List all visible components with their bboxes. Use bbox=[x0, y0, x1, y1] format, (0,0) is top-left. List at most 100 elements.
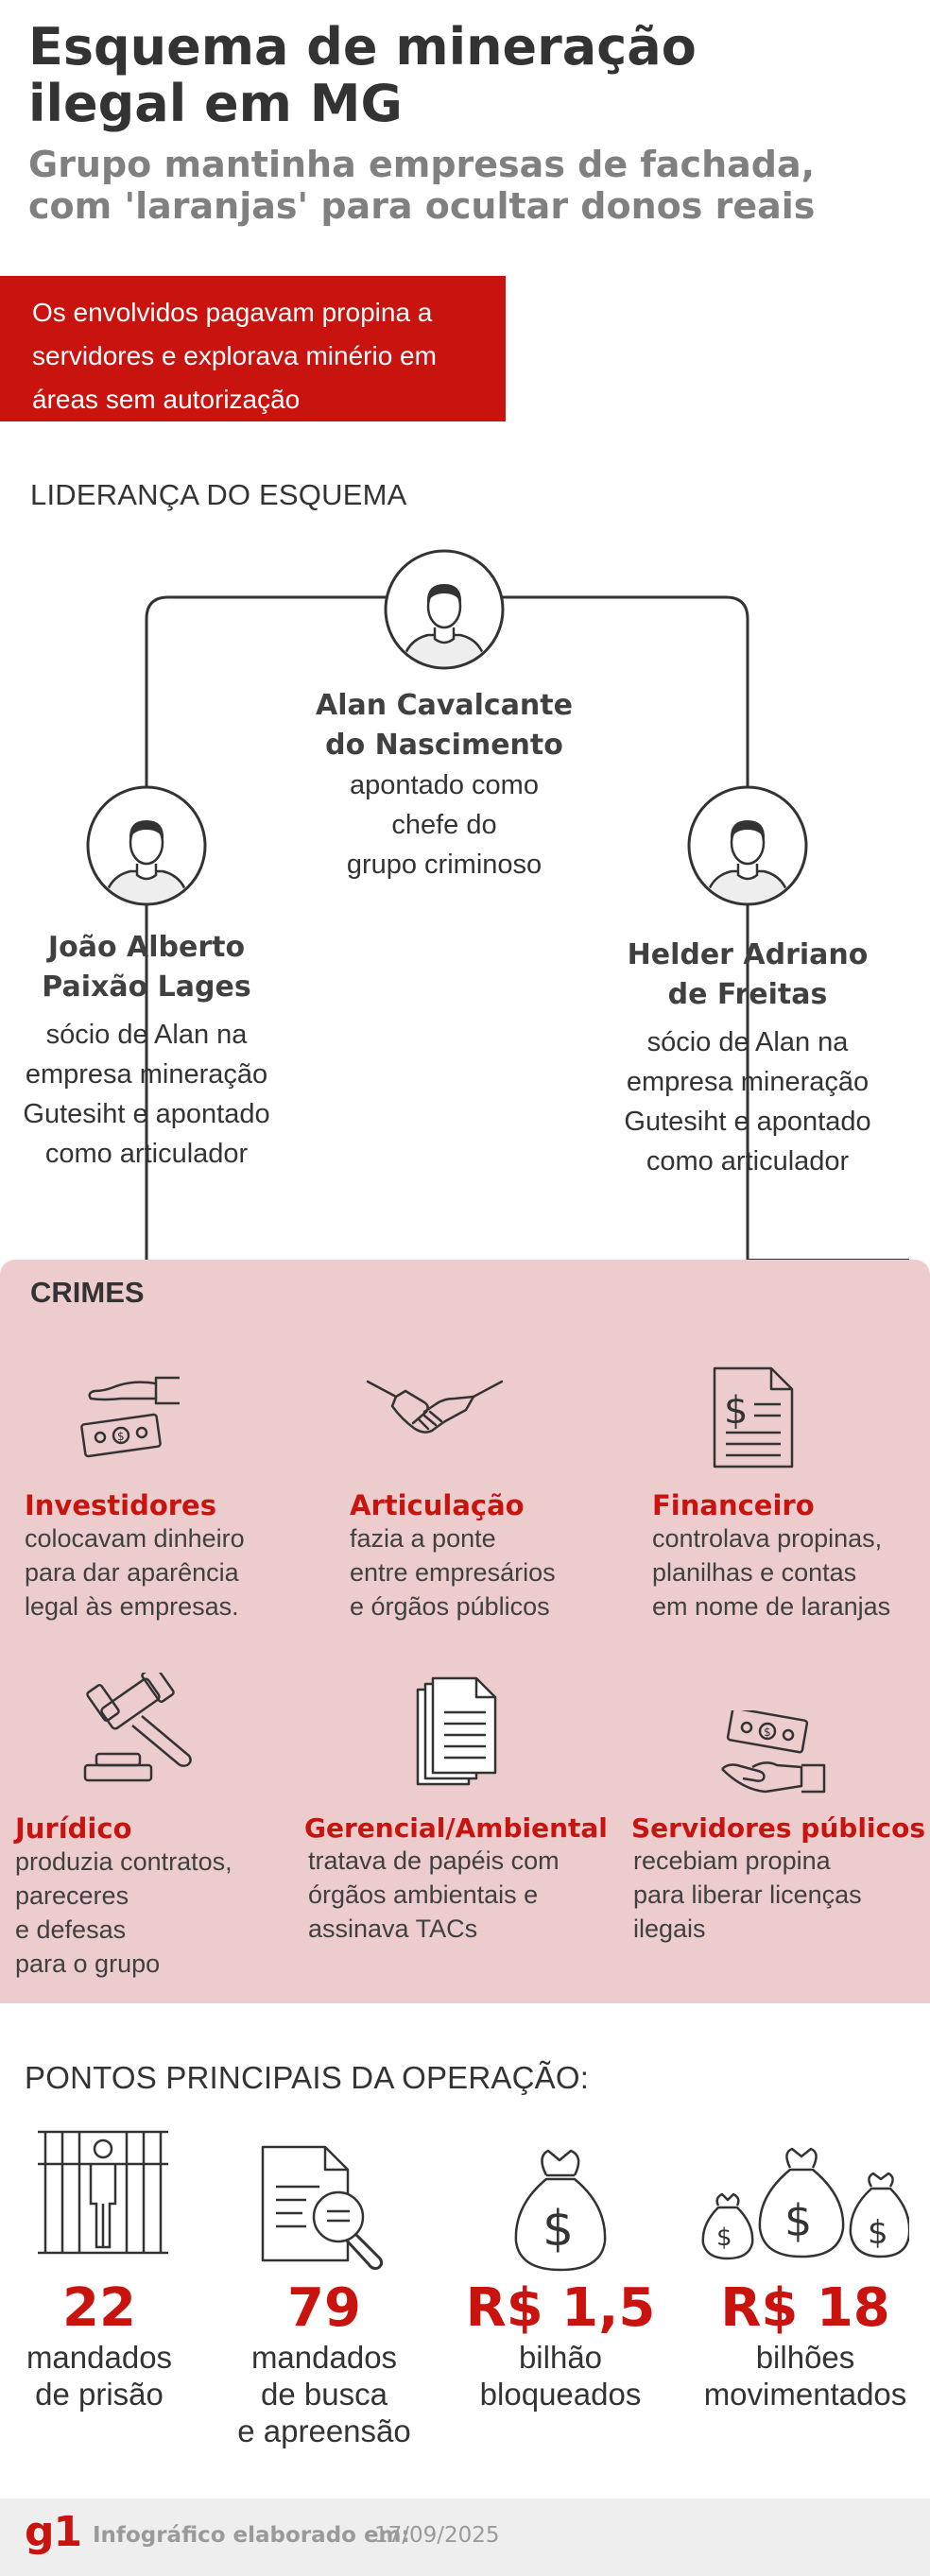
svg-text:$: $ bbox=[542, 2201, 574, 2258]
stat-label-line: bloqueados bbox=[479, 2377, 642, 2412]
svg-text:$: $ bbox=[784, 2195, 812, 2246]
credit-label: Infográfico elaborado em: bbox=[93, 2523, 410, 2548]
leader-desc-line-1: apontado como bbox=[350, 770, 539, 800]
stat-label-line: de prisão bbox=[35, 2377, 164, 2412]
stat-label-line: e apreensão bbox=[237, 2413, 411, 2448]
left-desc-line-2: empresa mineração bbox=[25, 1059, 268, 1090]
right-member-name: Helder Adriano de Freitas bbox=[601, 936, 894, 1015]
highlight-box: Os envolvidos pagavam propina a servidor… bbox=[0, 276, 506, 421]
leader-name: Alan Cavalcante do Nascimento bbox=[284, 686, 605, 765]
subtitle-line-2: com 'laranjas' para ocultar donos reais bbox=[28, 185, 816, 227]
stat-label-line: bilhões bbox=[755, 2340, 855, 2375]
stat-value: R$ 18 bbox=[720, 2277, 890, 2339]
right-member-card: Helder Adriano de Freitas sócio de Alan … bbox=[601, 936, 894, 1181]
left-desc-line-3: Gutesiht e apontado bbox=[23, 1099, 270, 1129]
right-member-description: sócio de Alan na empresa mineração Gutes… bbox=[601, 1022, 894, 1181]
crime-description: recebiam propina para liberar licenças i… bbox=[631, 1844, 924, 1946]
page-title: Esquema de mineração ilegal em MG bbox=[28, 19, 879, 132]
crime-title: Investidores bbox=[25, 1489, 216, 1521]
crime-desc-line: assinava TACs bbox=[308, 1915, 478, 1943]
crime-card: Servidores públicos recebiam propina par… bbox=[631, 1812, 925, 1946]
crime-desc-line: legal às empresas. bbox=[25, 1592, 239, 1621]
left-name-line-1: João Alberto bbox=[47, 931, 246, 964]
svg-text:$: $ bbox=[868, 2214, 888, 2252]
svg-text:$: $ bbox=[724, 1389, 748, 1433]
highlight-line-3: áreas sem autorização bbox=[32, 385, 301, 414]
left-desc-line-1: sócio de Alan na bbox=[45, 1020, 248, 1050]
title-line-2: ilegal em MG bbox=[28, 74, 403, 133]
crime-desc-line: órgãos ambientais e bbox=[308, 1880, 539, 1909]
footer bbox=[0, 2499, 930, 2576]
left-member-name: João Alberto Paixão Lages bbox=[0, 928, 293, 1007]
prison-bars-icon bbox=[38, 2130, 168, 2255]
left-name-line-2: Paixão Lages bbox=[42, 970, 251, 1004]
title-line-1: Esquema de mineração bbox=[28, 17, 697, 77]
crime-desc-line: para o grupo bbox=[15, 1949, 161, 1978]
crime-desc-line: planilhas e contas bbox=[652, 1558, 857, 1587]
crimes-heading: CRIMES bbox=[30, 1276, 145, 1309]
crime-description: controlava propinas, planilhas e contas … bbox=[652, 1521, 926, 1623]
crime-desc-line: pareceres bbox=[15, 1881, 129, 1910]
left-desc-line-4: como articulador bbox=[44, 1139, 249, 1169]
invoice-icon: $ bbox=[713, 1366, 794, 1468]
stat-card: 79 mandados de busca e apreensão bbox=[215, 2277, 433, 2449]
stat-label-line: movimentados bbox=[703, 2377, 907, 2412]
stat-label: bilhão bloqueados bbox=[452, 2339, 669, 2413]
handshake-icon bbox=[366, 1380, 504, 1434]
crime-title: Gerencial/Ambiental bbox=[304, 1812, 608, 1844]
crime-desc-line: em nome de laranjas bbox=[652, 1592, 891, 1621]
crime-desc-line: tratava de papéis com bbox=[308, 1846, 560, 1875]
crime-desc-line: e órgãos públicos bbox=[350, 1592, 550, 1621]
leader-name-line-1: Alan Cavalcante bbox=[316, 689, 573, 722]
money-bags-icon: $ $ $ bbox=[701, 2147, 909, 2260]
stat-card: 22 mandados de prisão bbox=[0, 2277, 198, 2413]
svg-text:$: $ bbox=[716, 2224, 732, 2252]
document-search-icon bbox=[261, 2145, 384, 2270]
crime-desc-line: para liberar licenças bbox=[633, 1880, 862, 1909]
crime-card: Gerencial/Ambiental tratava de papéis co… bbox=[304, 1812, 626, 1946]
crime-desc-line: recebiam propina bbox=[633, 1846, 831, 1875]
subtitle-line-1: Grupo mantinha empresas de fachada, bbox=[28, 144, 816, 185]
crime-description: tratava de papéis com órgãos ambientais … bbox=[304, 1844, 626, 1946]
hand-receiving-money-icon: $ bbox=[721, 1710, 826, 1794]
leader-desc-line-2: chefe do bbox=[391, 810, 497, 840]
person-icon bbox=[86, 785, 207, 906]
leader-description: apontado como chefe do grupo criminoso bbox=[284, 765, 605, 884]
right-desc-line-1: sócio de Alan na bbox=[646, 1027, 849, 1057]
crime-card: Jurídico produzia contratos, pareceres e… bbox=[15, 1812, 299, 1981]
crime-title: Articulação bbox=[350, 1489, 525, 1521]
stat-value: 22 bbox=[62, 2277, 136, 2339]
highlight-line-2: servidores e explorava minério em bbox=[32, 341, 437, 370]
crime-description: fazia a ponte entre empresários e órgãos… bbox=[350, 1521, 633, 1623]
stat-value: 79 bbox=[287, 2277, 361, 2339]
crime-desc-line: colocavam dinheiro bbox=[25, 1524, 245, 1553]
crime-desc-line: ilegais bbox=[633, 1915, 706, 1943]
highlight-line-1: Os envolvidos pagavam propina a bbox=[32, 298, 433, 327]
money-bag-icon: $ bbox=[514, 2149, 607, 2272]
stat-label-line: mandados bbox=[250, 2340, 398, 2375]
stat-label: mandados de busca e apreensão bbox=[215, 2339, 433, 2449]
right-desc-line-3: Gutesiht e apontado bbox=[624, 1107, 871, 1137]
crime-desc-line: para dar aparência bbox=[25, 1558, 239, 1587]
g1-logo: g1 bbox=[25, 2508, 82, 2556]
crime-desc-line: fazia a ponte bbox=[350, 1524, 496, 1553]
crime-title: Financeiro bbox=[652, 1489, 815, 1521]
person-icon bbox=[384, 549, 505, 670]
stat-card: R$ 18 bilhões movimentados bbox=[680, 2277, 930, 2413]
left-member-card: João Alberto Paixão Lages sócio de Alan … bbox=[0, 928, 293, 1174]
credit-date: 17/09/2025 bbox=[374, 2523, 500, 2548]
right-desc-line-2: empresa mineração bbox=[626, 1067, 870, 1097]
svg-text:$: $ bbox=[117, 1430, 125, 1443]
right-name-line-2: de Freitas bbox=[667, 978, 828, 1011]
leader-desc-line-3: grupo criminoso bbox=[346, 850, 542, 880]
hand-money-icon: $ bbox=[80, 1376, 180, 1458]
person-icon bbox=[687, 785, 808, 906]
svg-text:$: $ bbox=[764, 1726, 771, 1739]
gavel-icon bbox=[83, 1673, 192, 1782]
leader-card: Alan Cavalcante do Nascimento apontado c… bbox=[284, 686, 605, 884]
documents-icon bbox=[416, 1676, 497, 1786]
stat-label: bilhões movimentados bbox=[680, 2339, 930, 2413]
crime-card: Financeiro controlava propinas, planilha… bbox=[652, 1489, 926, 1623]
highlight-text: Os envolvidos pagavam propina a servidor… bbox=[32, 291, 495, 421]
stat-label-line: de busca bbox=[261, 2377, 388, 2412]
